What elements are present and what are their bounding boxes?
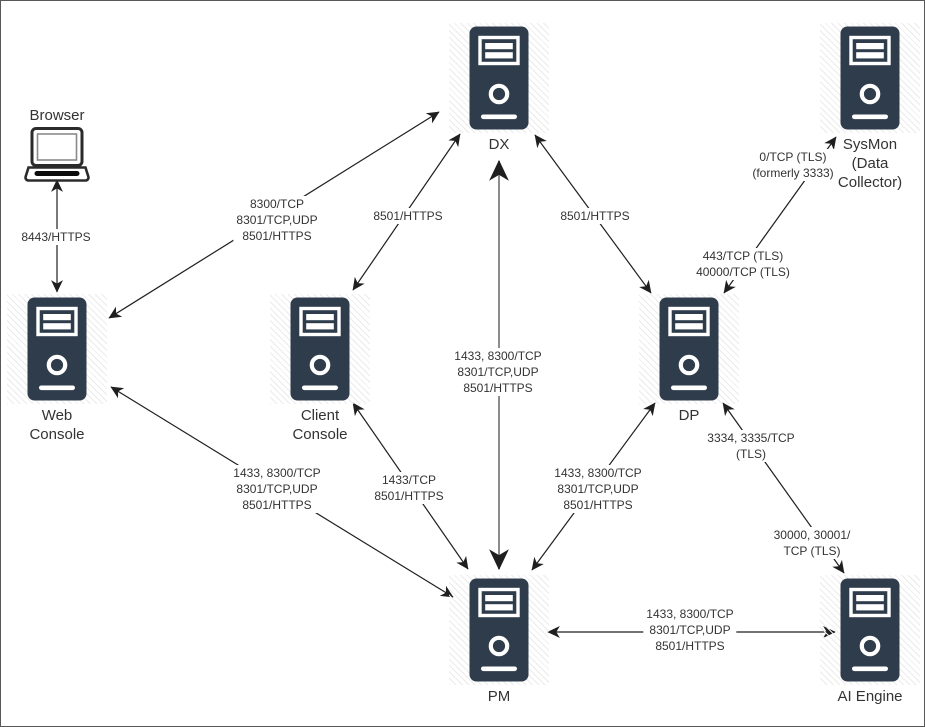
edge-label-sysmon-dp-lower: 443/TCP (TLS) 40000/TCP (TLS)	[693, 248, 793, 280]
hatch-background	[820, 23, 920, 133]
edge-label-web-console-dx: 8300/TCP 8301/TCP,UDP 8501/HTTPS	[233, 196, 321, 244]
node-sysmon: SysMon (Data Collector)	[820, 23, 920, 192]
node-web-console: Web Console	[7, 294, 107, 444]
edge-label-client-console-pm: 1433/TCP 8501/HTTPS	[371, 472, 447, 504]
hatch-background	[449, 575, 549, 685]
node-label-pm: PM	[487, 688, 511, 705]
edge-label-dp-ai-engine-lower: 30000, 30001/ TCP (TLS)	[770, 527, 854, 559]
hatch-background	[270, 294, 370, 404]
node-pm: PM	[449, 575, 549, 706]
hatch-background	[639, 294, 739, 404]
edge-label-pm-ai-engine: 1433, 8300/TCP 8301/TCP,UDP 8501/HTTPS	[643, 606, 737, 654]
edge-label-web-console-pm: 1433, 8300/TCP 8301/TCP,UDP 8501/HTTPS	[230, 465, 324, 513]
server-icon	[27, 297, 87, 401]
server-icon	[840, 578, 900, 682]
edge-label-dp-ai-engine-upper: 3334, 3335/TCP (TLS)	[704, 430, 798, 462]
node-label-browser: Browser	[29, 107, 85, 124]
node-label-web-console: Web Console	[29, 407, 85, 443]
server-icon	[469, 26, 529, 130]
edge-label-client-console-dx: 8501/HTTPS	[370, 208, 446, 224]
server-icon	[290, 297, 350, 401]
edge-label-dx-pm: 1433, 8300/TCP 8301/TCP,UDP 8501/HTTPS	[451, 348, 545, 396]
edge-label-dp-pm: 1433, 8300/TCP 8301/TCP,UDP 8501/HTTPS	[551, 465, 645, 513]
edge-label-browser-web-console: 8443/HTTPS	[18, 229, 94, 245]
node-ai-engine: AI Engine	[820, 575, 920, 706]
server-icon	[840, 26, 900, 130]
node-browser: Browser	[7, 106, 107, 183]
hatch-background	[820, 575, 920, 685]
node-dx: DX	[449, 23, 549, 154]
node-label-dp: DP	[678, 407, 700, 424]
server-icon	[469, 578, 529, 682]
node-label-sysmon: SysMon (Data Collector)	[837, 136, 903, 191]
edge-label-dx-dp: 8501/HTTPS	[557, 208, 633, 224]
hatch-background	[449, 23, 549, 133]
node-label-client-console: Client Console	[292, 407, 348, 443]
server-icon	[659, 297, 719, 401]
node-client-console: Client Console	[270, 294, 370, 444]
hatch-background	[7, 294, 107, 404]
node-label-dx: DX	[488, 136, 510, 153]
node-dp: DP	[639, 294, 739, 425]
node-label-ai-engine: AI Engine	[837, 688, 903, 705]
laptop-icon	[24, 127, 90, 183]
